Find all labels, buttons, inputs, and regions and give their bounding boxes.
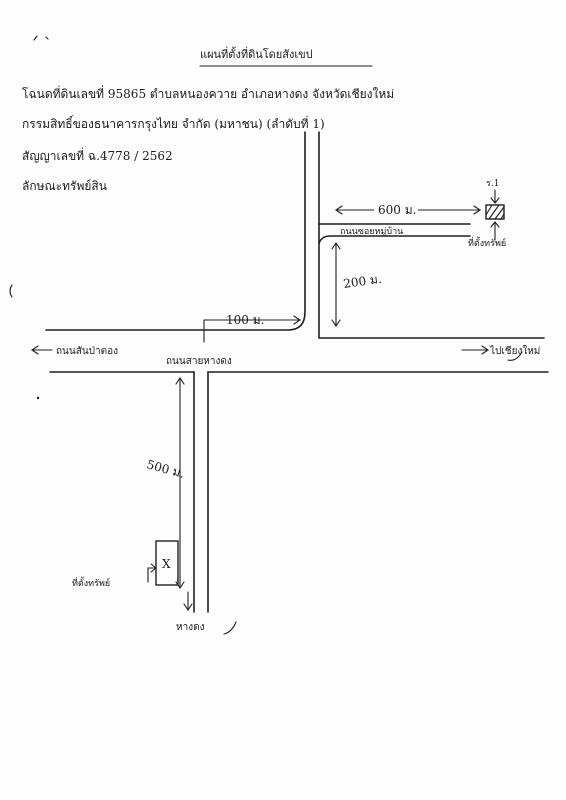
south-label-tail <box>223 621 237 635</box>
stray-marks <box>33 35 49 41</box>
site-pointer-up-head <box>490 221 500 228</box>
distance-label-600: 600 ม. <box>378 203 416 217</box>
distance-label-bg-500 <box>142 452 176 482</box>
south-site-plot-box <box>155 540 179 586</box>
west-direction-label: ถนนสันป่าตอง <box>56 346 118 357</box>
east-label-tail <box>507 351 523 361</box>
north-site-label: ที่ตั้งทรัพย์ <box>468 236 506 249</box>
map-title: แผนที่ตั้งที่ดินโดยสังเขป <box>200 46 313 61</box>
east-direction-label: ไปเชียงใหม่ <box>489 345 540 357</box>
property-type-line: ลักษณะทรัพย์สิน <box>22 179 107 193</box>
south-site-pointer <box>147 567 157 583</box>
contract-line: สัญญาเลขที่ ฉ.4778 / 2562 <box>22 147 173 163</box>
side-road-label: ถนนซอยหมู่บ้าน <box>340 226 403 237</box>
north-site-plot-box <box>485 204 505 220</box>
margin-mark <box>9 284 13 298</box>
distance-label-bg-600 <box>374 203 418 217</box>
stray-dot <box>36 396 40 400</box>
south-site-label: ที่ตั้งทรัพย์ <box>72 576 110 589</box>
north-road-east-edge <box>318 131 545 339</box>
distance-arrow-100 <box>203 319 301 343</box>
distance-arrowheads-200 <box>331 242 341 327</box>
marker-pointer-head <box>490 197 500 204</box>
distance-label-200: 200 ม. <box>342 272 382 291</box>
main-road-label: ถนนสายหางดง <box>166 356 232 367</box>
distance-arrowheads-600 <box>335 205 481 215</box>
north-road-west-edge <box>45 131 306 331</box>
side-road-south-edge <box>318 235 471 244</box>
north-site-hatching <box>485 204 505 220</box>
south-site-x-mark: X <box>162 557 171 571</box>
east-arrowhead <box>481 345 489 355</box>
owner-line: กรรมสิทธิ์ของธนาคารกรุงไทย จำกัด (มหาชน)… <box>22 115 325 132</box>
marker-code-label: ร.1 <box>486 179 499 189</box>
south-site-pointer-head <box>150 563 157 573</box>
distance-label-100: 100 ม. <box>226 313 264 327</box>
deed-line: โฉนดที่ดินเลขที่ 95865 ตำบลหนองควาย อำเภ… <box>22 85 394 101</box>
distance-arrowhead-100 <box>293 315 301 325</box>
south-direction-label: หางดง <box>176 622 205 633</box>
south-arrowhead <box>183 603 193 611</box>
west-arrowhead <box>31 345 39 355</box>
